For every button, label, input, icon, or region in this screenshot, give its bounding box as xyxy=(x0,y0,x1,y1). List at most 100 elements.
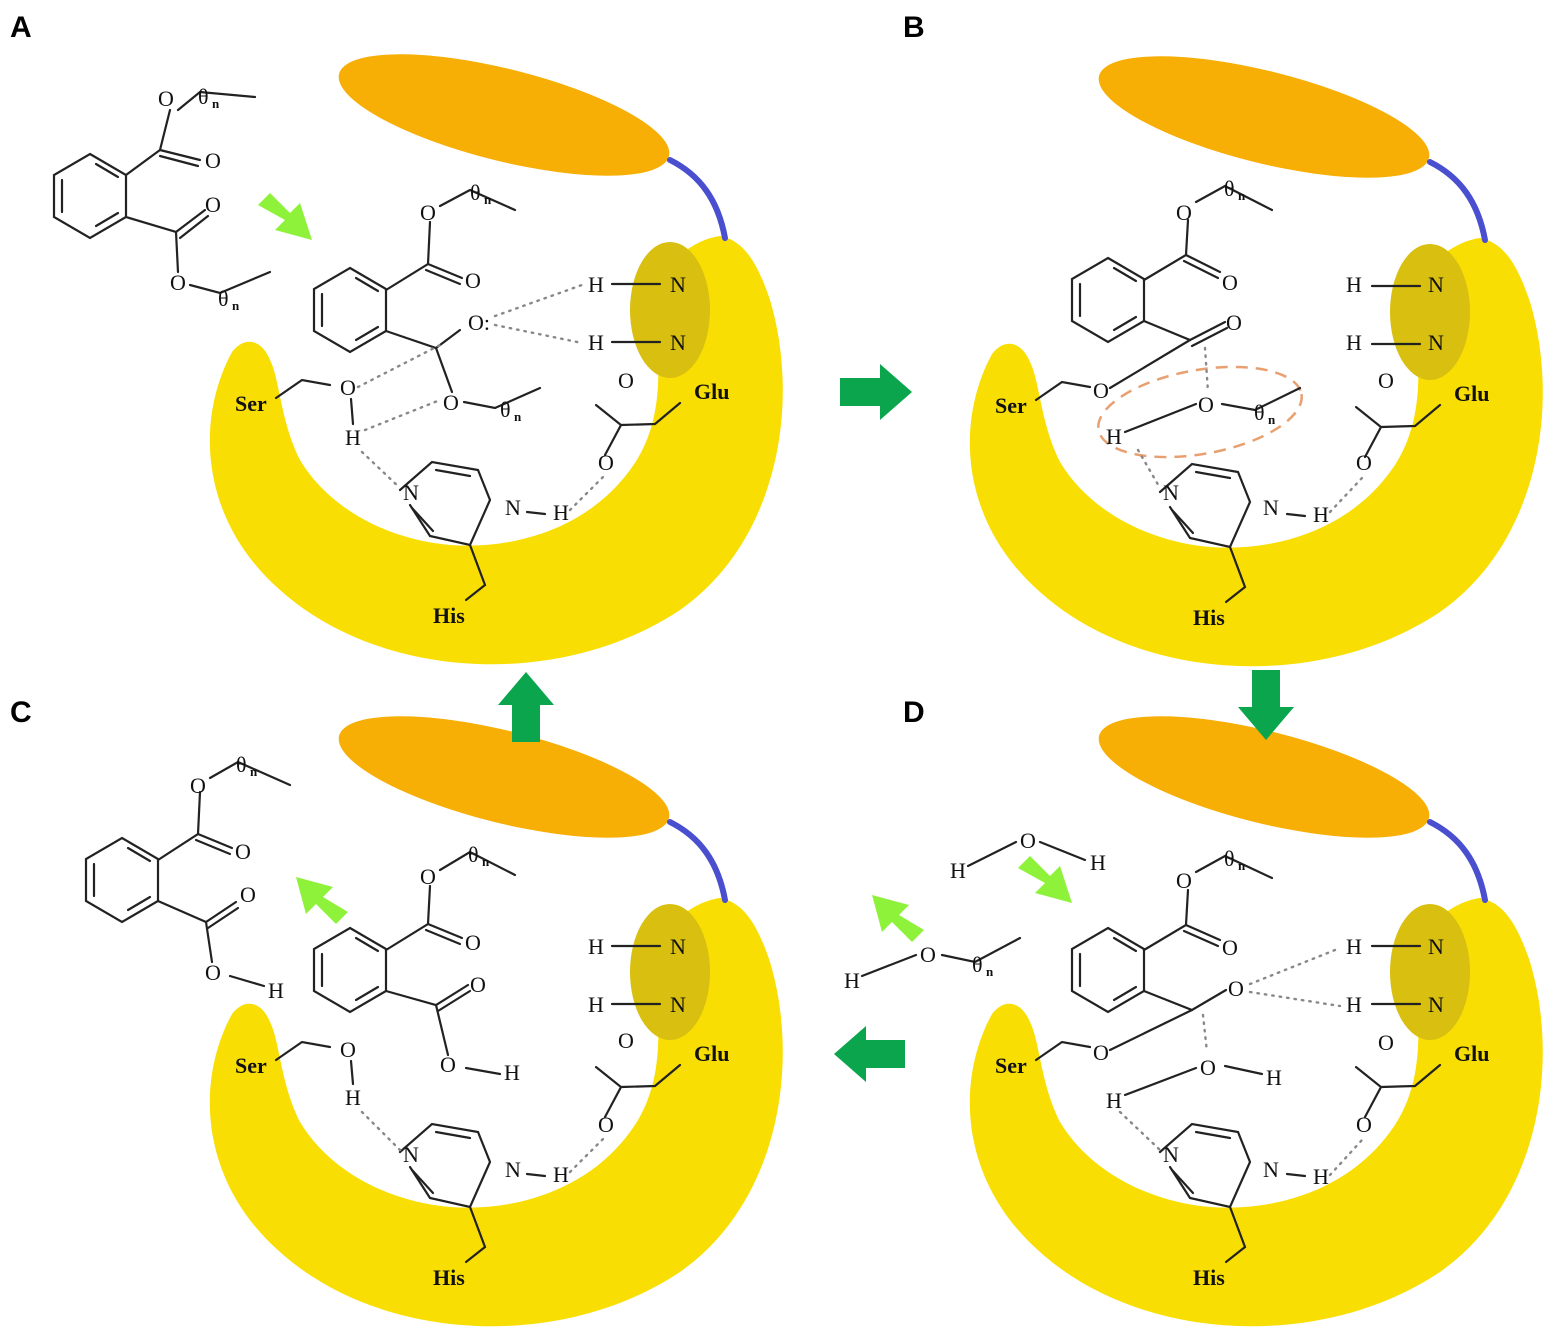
svg-text:O: O xyxy=(340,375,356,400)
svg-text:H: H xyxy=(1106,424,1122,449)
svg-text:O: O xyxy=(1378,368,1394,393)
svg-text:O: O xyxy=(420,200,436,225)
svg-text:H: H xyxy=(504,1060,520,1085)
cycle-arrow-c-to-a xyxy=(498,672,554,742)
svg-text:O: O xyxy=(158,86,174,111)
svg-text:O: O xyxy=(470,972,486,997)
svg-text:H: H xyxy=(268,978,284,1003)
svg-text:N: N xyxy=(1163,480,1179,505)
svg-text:H: H xyxy=(1346,992,1362,1017)
svg-text:θ: θ xyxy=(500,397,511,422)
svg-text:n: n xyxy=(484,192,492,207)
svg-text:θ: θ xyxy=(468,842,479,867)
svg-text:θ: θ xyxy=(470,180,481,205)
svg-text:O: O xyxy=(1226,310,1242,335)
svg-text:O: O xyxy=(598,1112,614,1137)
svg-text:O: O xyxy=(1093,1040,1109,1065)
svg-text:n: n xyxy=(1238,858,1246,873)
svg-text:O: O xyxy=(618,368,634,393)
hydrogen-bonds-d xyxy=(1118,946,1364,1177)
leaving-group-highlight xyxy=(1097,365,1303,459)
svg-text:O: O xyxy=(1356,1112,1372,1137)
svg-text:O: O xyxy=(1222,270,1238,295)
enzyme-body-c xyxy=(210,691,783,1326)
exit-arrow-c xyxy=(296,877,348,924)
svg-text:O: O xyxy=(240,882,256,907)
svg-text:H: H xyxy=(1106,1088,1122,1113)
panel-label-b: B xyxy=(903,11,925,44)
svg-text:O: O xyxy=(1198,392,1214,417)
svg-text:O: O xyxy=(465,930,481,955)
hydrogen-bonds-b xyxy=(1136,346,1364,514)
svg-text:O: O xyxy=(1228,976,1244,1001)
water-molecule-d: H O H xyxy=(950,828,1106,883)
svg-text:O: O xyxy=(618,1028,634,1053)
panel-label-a: A xyxy=(10,11,32,44)
svg-text:O: O xyxy=(170,270,186,295)
cycle-arrows xyxy=(498,364,1294,1082)
svg-text:H: H xyxy=(1346,934,1362,959)
svg-text:O: O xyxy=(340,1037,356,1062)
svg-text:θ: θ xyxy=(1254,400,1265,425)
svg-text:H: H xyxy=(844,968,860,993)
svg-text:N: N xyxy=(505,1157,521,1182)
svg-text:H: H xyxy=(588,934,604,959)
svg-text:H: H xyxy=(1266,1065,1282,1090)
svg-text:H: H xyxy=(950,858,966,883)
svg-text:O: O xyxy=(1093,378,1109,403)
svg-text:n: n xyxy=(482,854,490,869)
svg-text:N: N xyxy=(1263,1157,1279,1182)
svg-text:n: n xyxy=(232,298,240,313)
svg-text:N: N xyxy=(1428,992,1444,1017)
svg-text:O: O xyxy=(443,390,459,415)
svg-text:θ: θ xyxy=(218,286,229,311)
svg-text:O: O xyxy=(465,268,481,293)
svg-text:O: O xyxy=(920,942,936,967)
svg-text:N: N xyxy=(1428,934,1444,959)
svg-text:θ: θ xyxy=(972,952,983,977)
alcohol-exit-arrow-d xyxy=(872,895,924,942)
svg-text:n: n xyxy=(514,409,522,424)
panel-label-c: C xyxy=(10,696,32,729)
svg-text:H: H xyxy=(588,272,604,297)
svg-text:H: H xyxy=(553,1162,569,1187)
svg-text:θ: θ xyxy=(1224,846,1235,871)
svg-text:O:: O: xyxy=(468,310,490,335)
svg-text:O: O xyxy=(1176,868,1192,893)
svg-text:N: N xyxy=(505,495,521,520)
hydrogen-bonds-a xyxy=(356,283,607,512)
svg-text:N: N xyxy=(670,934,686,959)
svg-text:N: N xyxy=(670,272,686,297)
svg-text:H: H xyxy=(588,992,604,1017)
enzyme-body-b xyxy=(970,31,1543,666)
svg-text:n: n xyxy=(212,96,220,111)
svg-text:H: H xyxy=(1313,1164,1329,1189)
svg-text:H: H xyxy=(1346,330,1362,355)
svg-text:O: O xyxy=(1176,200,1192,225)
svg-text:O: O xyxy=(1200,1055,1216,1080)
svg-text:O: O xyxy=(205,192,221,217)
svg-text:O: O xyxy=(420,864,436,889)
enzyme-body-d xyxy=(970,691,1543,1326)
svg-text:O: O xyxy=(440,1052,456,1077)
svg-text:H: H xyxy=(553,500,569,525)
cycle-arrow-d-to-c xyxy=(834,1026,905,1082)
svg-text:O: O xyxy=(1020,828,1036,853)
svg-text:n: n xyxy=(1268,412,1276,427)
svg-text:H: H xyxy=(1313,502,1329,527)
svg-text:O: O xyxy=(235,839,251,864)
svg-text:θ: θ xyxy=(198,84,209,109)
svg-text:H: H xyxy=(1090,850,1106,875)
svg-text:θ: θ xyxy=(1224,176,1235,201)
